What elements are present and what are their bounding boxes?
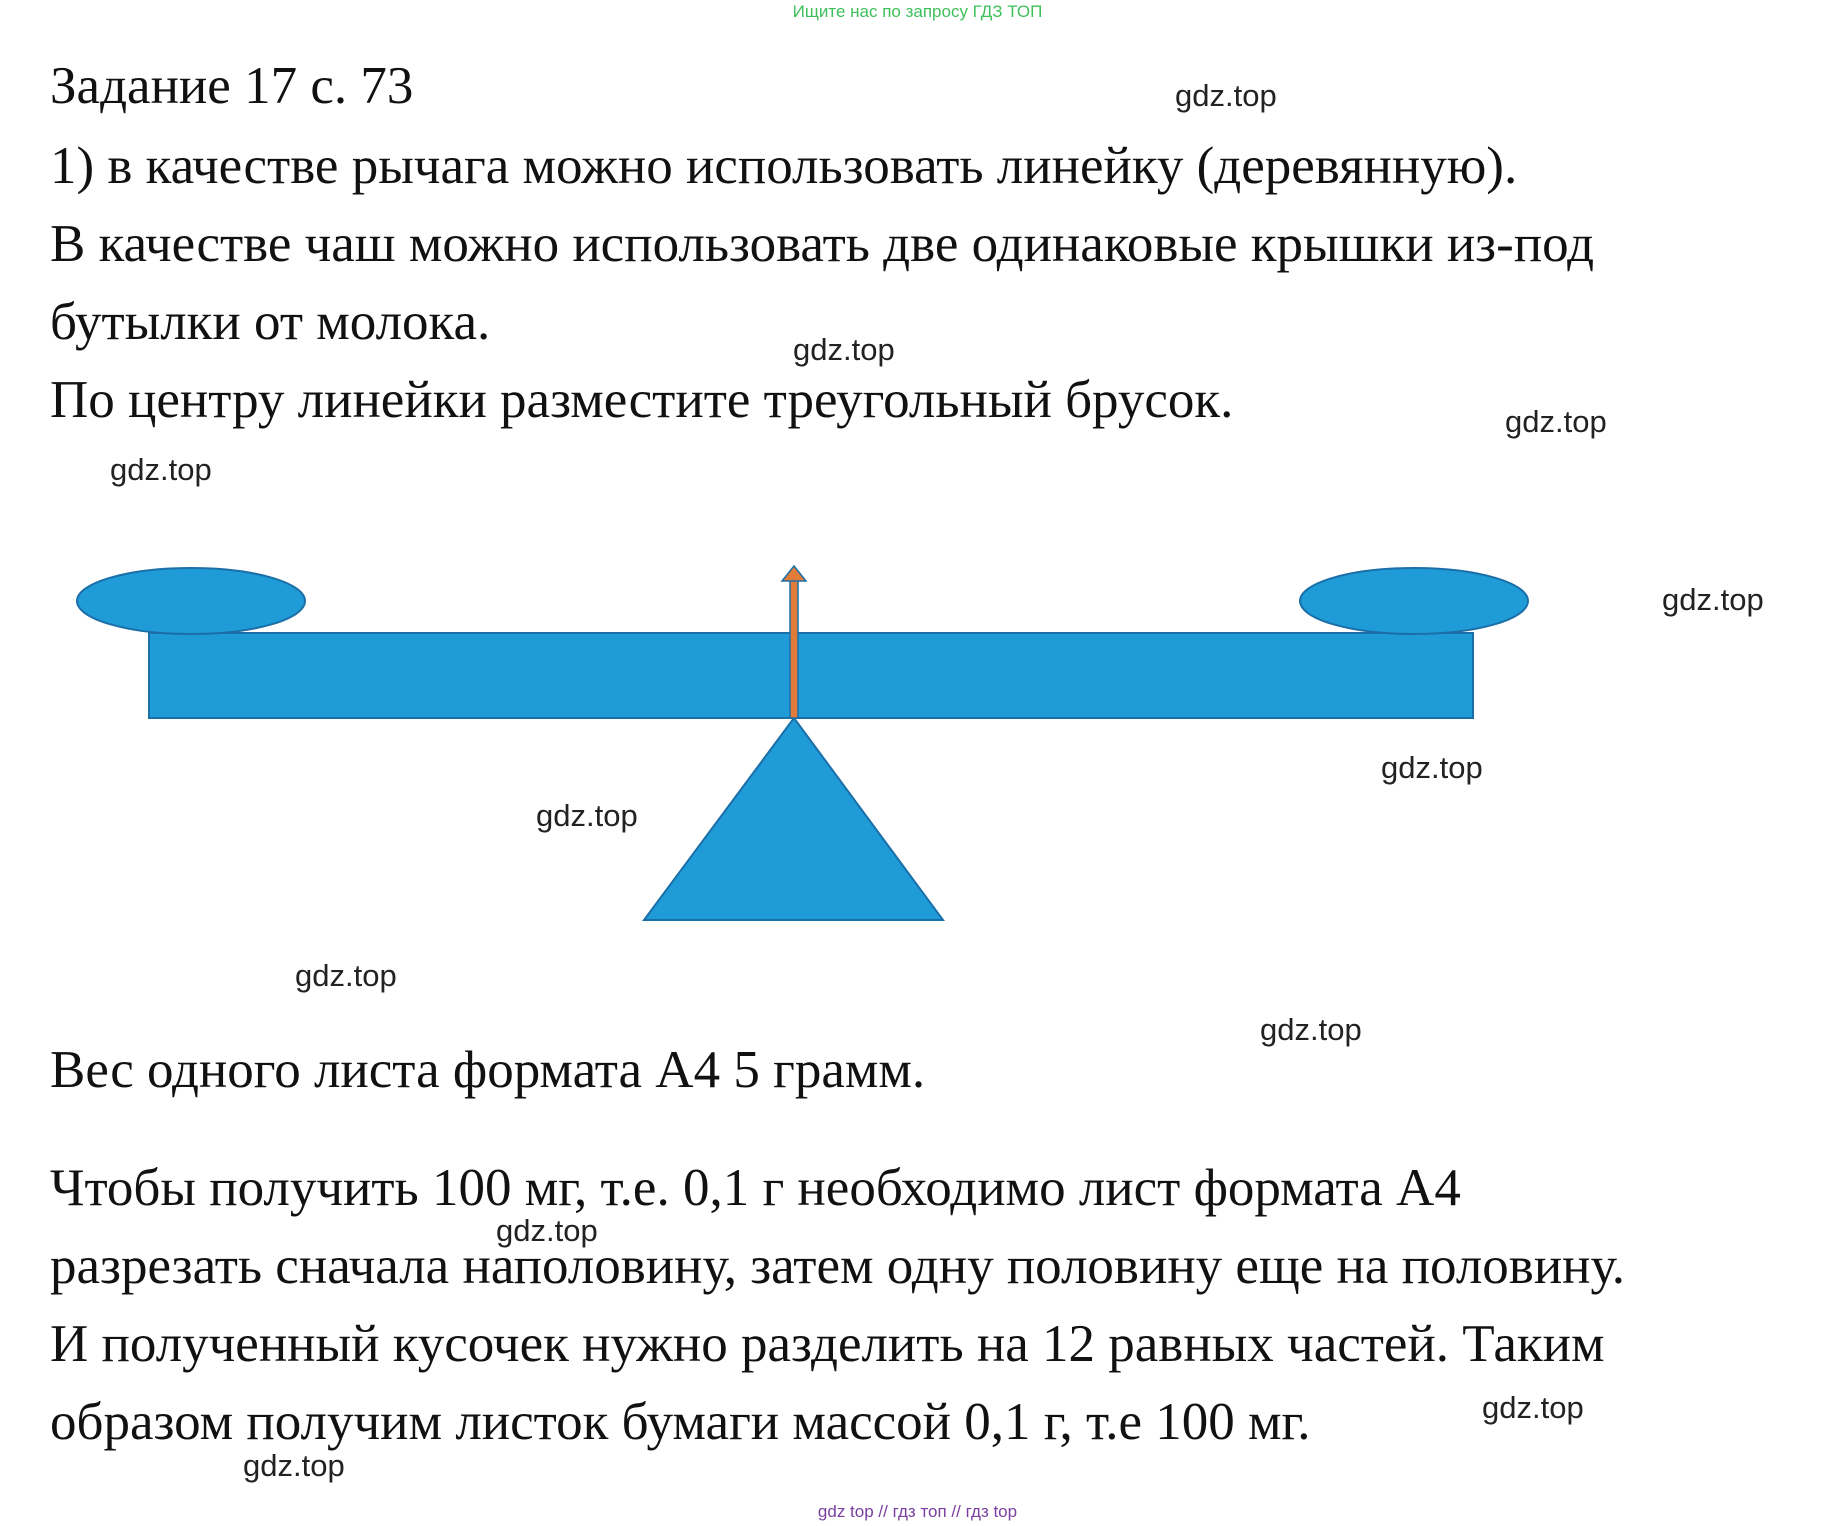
lever-ruler [148, 632, 1474, 719]
solution-line-4: образом получим листок бумаги массой 0,1… [50, 1393, 1311, 1451]
solution-line-3: И полученный кусочек нужно разделить на … [50, 1315, 1605, 1373]
watermark: gdz.top [793, 332, 895, 367]
weight-text: Вес одного листа формата А4 5 грамм. [50, 1041, 926, 1099]
watermark: gdz.top [110, 452, 212, 487]
triangular-fulcrum [642, 716, 945, 921]
watermark: gdz.top [536, 798, 638, 833]
watermark: gdz.top [1175, 78, 1277, 113]
solution-line-1: Чтобы получить 100 мг, т.е. 0,1 г необхо… [50, 1159, 1461, 1217]
watermark: gdz.top [496, 1213, 598, 1248]
right-pan [1299, 567, 1529, 635]
bottom-banner[interactable]: gdz top // гдз топ // гдз top [817, 1502, 1018, 1521]
watermark: gdz.top [1505, 404, 1607, 439]
top-banner[interactable]: Ищите нас по запросу ГДЗ ТОП [792, 2, 1043, 21]
task-line-4: По центру линейки разместите треугольный… [50, 371, 1234, 429]
task-title: Задание 17 с. 73 [50, 57, 414, 115]
solution-line-2: разрезать сначала наполовину, затем одну… [50, 1237, 1625, 1295]
task-line-1: 1) в качестве рычага можно использовать … [50, 137, 1518, 195]
left-pan [76, 567, 306, 635]
watermark: gdz.top [1381, 750, 1483, 785]
watermark: gdz.top [243, 1448, 345, 1483]
watermark: gdz.top [1482, 1390, 1584, 1425]
task-line-2: В качестве чаш можно использовать две од… [50, 215, 1595, 273]
watermark: gdz.top [1662, 582, 1764, 617]
watermark: gdz.top [1260, 1012, 1362, 1047]
pointer-arrowhead [780, 564, 808, 582]
balance-pointer [789, 577, 799, 719]
task-line-3: бутылки от молока. [50, 293, 491, 351]
watermark: gdz.top [295, 958, 397, 993]
